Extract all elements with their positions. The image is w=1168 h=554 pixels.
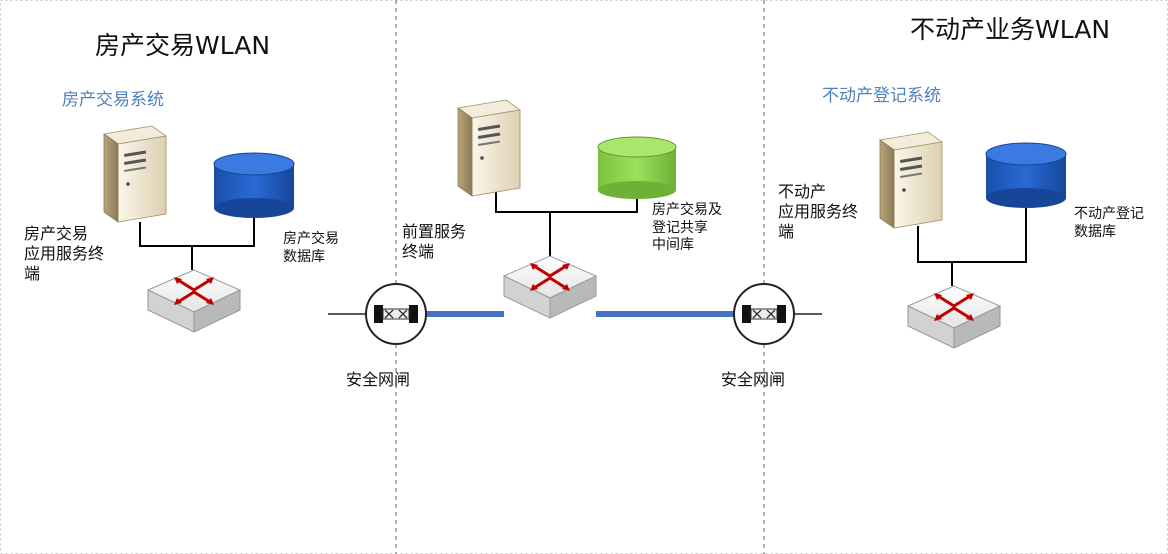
server-icon (879, 131, 943, 229)
database-icon (213, 152, 295, 218)
left-router (146, 268, 242, 334)
security-gateway-icon (733, 283, 795, 345)
right-router (906, 284, 1002, 350)
server-icon (457, 99, 521, 197)
right-wlan-title: 不动产业务WLAN (910, 15, 1111, 44)
right-system-title: 不动产登记系统 (822, 86, 941, 106)
middle-front-server (457, 99, 521, 197)
left-gateway-label: 安全网闸 (346, 370, 411, 389)
server-icon (103, 125, 167, 223)
router-icon (906, 284, 1002, 350)
left-server-label: 房产交易 应用服务终 端 (24, 224, 105, 283)
connector-lines (139, 188, 1027, 286)
right-app-server (879, 131, 943, 229)
left-app-server (103, 125, 167, 223)
middle-db-label: 房产交易及 登记共享 中间库 (652, 202, 722, 253)
router-icon (502, 254, 598, 320)
router-icon (146, 268, 242, 334)
right-gateway-label: 安全网闸 (721, 370, 786, 389)
left-db-label: 房产交易 数据库 (283, 231, 339, 265)
middle-database (597, 136, 677, 199)
middle-server-label: 前置服务 终端 (402, 222, 467, 261)
database-icon (597, 136, 677, 199)
left-system-title: 房产交易系统 (62, 90, 164, 110)
right-server-label: 不动产 应用服务终 端 (778, 182, 859, 241)
middle-router (502, 254, 598, 320)
security-gateway-icon (365, 283, 427, 345)
right-security-gateway (733, 283, 795, 345)
left-wlan-title: 房产交易WLAN (95, 31, 271, 60)
left-database (213, 152, 295, 218)
right-database (985, 142, 1067, 208)
right-db-label: 不动产登记 数据库 (1074, 206, 1144, 240)
left-security-gateway (365, 283, 427, 345)
database-icon (985, 142, 1067, 208)
